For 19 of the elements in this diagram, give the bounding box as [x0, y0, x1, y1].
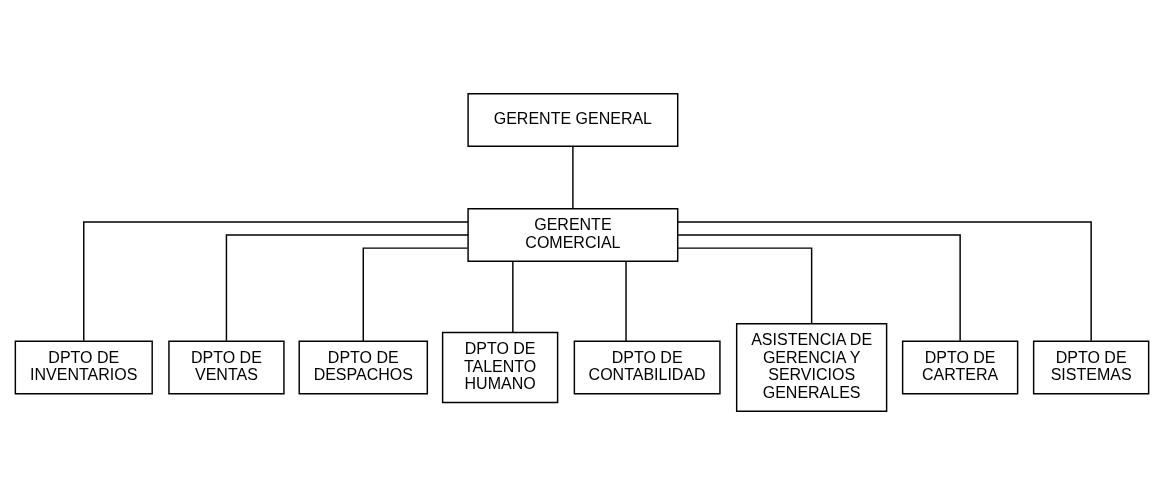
node-box: DPTO DE INVENTARIOS [14, 340, 153, 394]
node-box: GERENTE COMERCIAL [467, 207, 679, 262]
node-box: DPTO DE TALENTO HUMANO [441, 331, 559, 403]
connector [225, 233, 469, 341]
connector [512, 260, 514, 333]
node-box: DPTO DE DESPACHOS [298, 340, 429, 394]
node-box: DPTO DE CARTERA [901, 340, 1019, 394]
node-box: DPTO DE SISTEMAS [1032, 340, 1150, 394]
connector [362, 246, 469, 342]
connector [677, 220, 1092, 342]
connector [572, 145, 574, 209]
connector [83, 220, 469, 342]
connector [625, 260, 627, 342]
node-box: GERENTE GENERAL [467, 92, 679, 147]
node-box: DPTO DE VENTAS [168, 340, 285, 394]
node-box: DPTO DE CONTABILIDAD [573, 340, 721, 394]
node-box: ASISTENCIA DE GERENCIA Y SERVICIOS GENERALES [735, 322, 888, 412]
connector [677, 233, 961, 341]
connector [677, 246, 813, 324]
